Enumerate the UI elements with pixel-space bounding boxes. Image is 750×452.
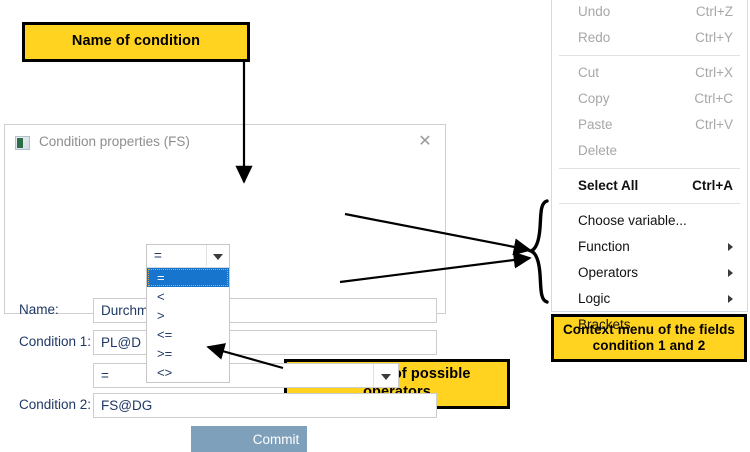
chevron-right-icon [728,295,733,303]
menu-item-undo: Undo Ctrl+Z [552,0,747,25]
menu-item-label: Operators [578,265,639,280]
menu-item-label: Brackets [578,317,631,332]
menu-item-label: Copy [578,91,610,106]
condition1-label: Condition 1: [19,334,92,349]
menu-separator [559,55,740,56]
menu-item-shortcut: Ctrl+V [695,117,733,132]
secondary-button[interactable] [191,426,249,452]
menu-item-shortcut: Ctrl+X [695,65,733,80]
chevron-down-icon[interactable] [206,245,229,266]
callout-name-of-condition-text: Name of condition [71,33,201,50]
menu-item-paste: Paste Ctrl+V [552,112,747,138]
dialog-titlebar: Condition properties (FS) ✕ [5,125,445,161]
menu-separator [559,203,740,204]
name-label: Name: [19,302,59,317]
dropdown-option[interactable]: < [157,289,165,304]
condition2-label: Condition 2: [19,397,92,412]
menu-item-label: Redo [578,30,611,45]
menu-item-copy: Copy Ctrl+C [552,86,747,112]
menu-separator [559,168,740,169]
context-menu[interactable]: Undo Ctrl+Z Redo Ctrl+Y Cut Ctrl+X Copy Ctrl+C P… [551,0,748,332]
dropdown-option[interactable]: <= [157,327,173,342]
menu-item-function[interactable]: Function [552,234,747,260]
operator-combobox-value: = [101,368,109,383]
curly-brace-right [526,199,549,304]
menu-item-delete: Delete [552,138,747,164]
condition1-input[interactable]: PL@D [93,330,437,355]
close-icon[interactable]: ✕ [418,133,432,150]
dropdown-option[interactable]: = [147,268,229,287]
menu-item-cut: Cut Ctrl+X [552,60,747,86]
condition2-input[interactable]: FS@DG [93,393,437,418]
operator-dropdown-list[interactable]: =<><=>=<> [147,268,229,382]
menu-item-brackets[interactable]: Brackets [552,312,747,338]
chevron-right-icon [728,243,733,251]
menu-item-shortcut: Ctrl+Z [695,4,733,19]
menu-item-label: Undo [578,4,611,19]
menu-item-select-all[interactable]: Select All Ctrl+A [552,173,747,199]
menu-item-label: Cut [578,65,600,80]
chevron-right-icon [728,269,733,277]
application-icon [15,136,30,150]
menu-item-label: Paste [578,117,613,132]
menu-item-operators[interactable]: Operators [552,260,747,286]
menu-item-shortcut: Ctrl+C [694,91,733,106]
operator-dropdown-value: = [154,248,162,263]
menu-item-label: Function [578,239,630,254]
dropdown-option[interactable]: <> [157,365,173,380]
menu-item-label: Choose variable... [578,213,687,228]
operator-combobox[interactable]: = [93,363,399,388]
name-input[interactable]: Durchmesser [93,298,437,323]
menu-item-label: Select All [578,178,639,193]
menu-item-logic[interactable]: Logic [552,286,747,312]
dropdown-option[interactable]: >= [157,346,173,361]
operator-dropdown-header[interactable]: = [147,245,229,268]
dropdown-option[interactable]: > [157,308,165,323]
chevron-down-icon[interactable] [373,364,398,387]
commit-button[interactable]: Commit [245,426,307,452]
menu-item-redo: Redo Ctrl+Y [552,25,747,51]
menu-item-shortcut: Ctrl+Y [695,30,733,45]
menu-item-label: Logic [578,291,611,306]
menu-item-shortcut: Ctrl+A [692,178,733,193]
operator-dropdown[interactable]: = =<><=>=<> [146,244,230,383]
menu-item-choose-variable[interactable]: Choose variable... [552,208,747,234]
callout-name-of-condition: Name of condition [22,22,250,62]
dialog-title: Condition properties (FS) [39,134,190,149]
menu-item-label: Delete [578,143,618,158]
